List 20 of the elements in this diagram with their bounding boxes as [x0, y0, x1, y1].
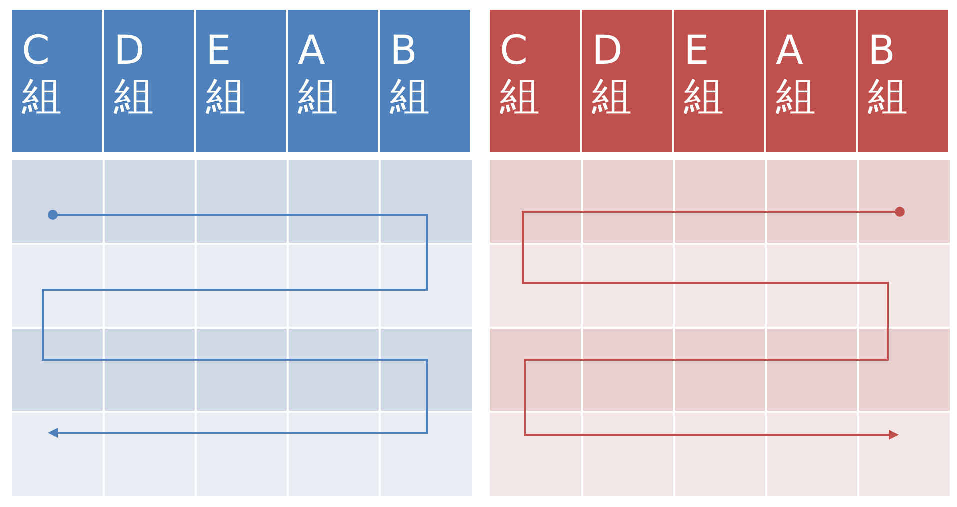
group-header: [104, 10, 194, 152]
group-label: C組: [500, 28, 541, 120]
group-label: B組: [390, 28, 431, 120]
group-header: [380, 10, 470, 152]
group-header: [674, 10, 764, 152]
group-header: [196, 10, 286, 152]
group-label: D組: [114, 28, 155, 120]
group-header: [490, 10, 580, 152]
group-label: A組: [776, 28, 817, 120]
group-header: [858, 10, 948, 152]
group-header: [766, 10, 856, 152]
group-header: [288, 10, 378, 152]
group-label: B組: [868, 28, 909, 120]
group-label: D組: [592, 28, 633, 120]
group-label: A組: [298, 28, 339, 120]
group-label: E組: [684, 28, 725, 120]
group-label: C組: [22, 28, 63, 120]
group-header: [582, 10, 672, 152]
group-label: E組: [206, 28, 247, 120]
group-header: [12, 10, 102, 152]
